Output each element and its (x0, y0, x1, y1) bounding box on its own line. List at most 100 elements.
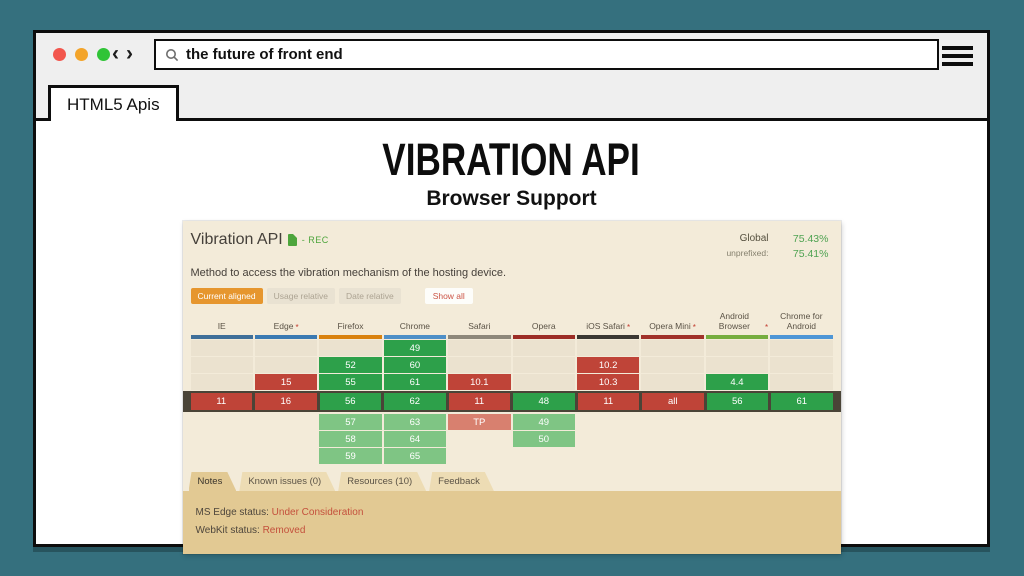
column-opera-mini: Opera Mini* (641, 312, 704, 339)
column-chrome-for-android: Chrome for Android (770, 311, 833, 339)
support-cell-chrome-49: 49 (383, 340, 447, 356)
support-cell-opera-mini-all: all (642, 393, 704, 410)
support-cell-empty (448, 448, 510, 464)
support-cell-empty (255, 448, 317, 464)
asterisk-note-icon: * (765, 322, 769, 332)
support-cell-empty (512, 357, 575, 373)
support-cell-firefox-58: 58 (319, 431, 382, 447)
unprefixed-label: unprefixed: (726, 248, 769, 258)
close-window-icon[interactable] (53, 48, 66, 61)
support-cell-ios-safari-10-2: 10.2 (576, 357, 640, 373)
tab-known-issues-0[interactable]: Known issues (0) (239, 472, 335, 491)
support-cell-empty (641, 431, 703, 447)
column-label: Chrome (399, 321, 431, 332)
address-bar-text: the future of front end (186, 46, 343, 63)
asterisk-note-icon: * (692, 322, 696, 332)
tab-feedback[interactable]: Feedback (429, 472, 494, 491)
support-cell-chrome-63: 63 (383, 414, 447, 430)
support-cell-empty (705, 340, 769, 356)
column-label: Opera (531, 321, 556, 332)
column-label: Chrome for Android (780, 311, 823, 332)
support-cell-chrome-62: 62 (384, 393, 446, 410)
column-safari: Safari (448, 312, 511, 339)
support-cell-empty (513, 448, 575, 464)
feature-title: Vibration API (190, 231, 283, 248)
usage-stats: Global 75.43% unprefixed: 75.41% (726, 233, 828, 260)
back-icon[interactable]: ‹ (112, 42, 119, 65)
column-label: Safari (468, 321, 491, 332)
support-cell-opera-49: 49 (512, 414, 575, 430)
browser-color-bar (512, 335, 575, 339)
address-bar[interactable]: the future of front end (154, 39, 939, 70)
support-cell-empty (770, 374, 833, 390)
global-label: Global (739, 233, 769, 244)
column-opera: Opera (512, 312, 575, 339)
support-cell-empty (512, 374, 575, 390)
hamburger-menu-icon[interactable] (942, 46, 973, 66)
browser-color-bar (770, 335, 833, 339)
support-cell-android-browser-4-4: 4.4 (705, 374, 769, 390)
filter-current-aligned[interactable]: Current aligned (190, 288, 263, 304)
support-cell-empty (448, 340, 511, 356)
unprefixed-value: 75.41% (792, 248, 829, 260)
support-cell-chrome-61: 61 (383, 374, 447, 390)
support-cell-ie-11: 11 (190, 393, 252, 410)
browser-window: ‹ › the future of front end HTML5 Apis V… (33, 30, 990, 554)
support-cell-empty (191, 414, 253, 430)
support-cell-empty (190, 357, 253, 373)
show-all-button[interactable]: Show all (424, 288, 473, 304)
page-title: VIBRATION API (382, 134, 641, 185)
support-cell-safari-11: 11 (448, 393, 510, 410)
spec-status: - REC (301, 235, 329, 245)
support-cell-empty (706, 414, 768, 430)
browser-color-bar (641, 335, 704, 339)
column-label: iOS Safari* (586, 321, 631, 332)
spec-document-icon (287, 234, 297, 246)
column-ie: IE (190, 312, 253, 339)
note-line: WebKit status: Removed (196, 522, 828, 540)
nav-arrows: ‹ › (112, 41, 133, 66)
maximize-window-icon[interactable] (97, 48, 110, 61)
filter-usage-relative[interactable]: Usage relative (266, 288, 335, 304)
support-cell-empty (641, 448, 703, 464)
browser-column-headers: IE Edge* Firefox Chrome Safari Opera iOS Safar… (190, 311, 833, 339)
support-cell-chrome-60: 60 (383, 357, 447, 373)
support-cell-empty (512, 340, 575, 356)
support-cell-firefox-52: 52 (319, 357, 382, 373)
window-controls (53, 48, 110, 61)
column-label: Edge* (273, 321, 299, 332)
support-cell-opera-48: 48 (513, 393, 575, 410)
note-value: Under Consideration (271, 507, 364, 518)
note-label: MS Edge status: (195, 507, 272, 518)
forward-icon[interactable]: › (126, 42, 133, 65)
filter-date-relative[interactable]: Date relative (338, 288, 401, 304)
note-label: WebKit status: (195, 524, 263, 536)
support-cell-firefox-56: 56 (319, 393, 381, 410)
support-cell-empty (577, 448, 639, 464)
support-cell-empty (255, 414, 317, 430)
support-cell-empty (705, 357, 769, 373)
global-value: 75.43% (792, 233, 829, 245)
minimize-window-icon[interactable] (75, 48, 88, 61)
tab-notes[interactable]: Notes (189, 472, 237, 491)
support-cell-edge-15: 15 (254, 374, 318, 390)
support-cell-empty (706, 431, 768, 447)
support-cell-empty (577, 414, 639, 430)
browser-tab[interactable]: HTML5 Apis (48, 85, 179, 121)
support-cell-opera-50: 50 (512, 431, 575, 447)
column-firefox: Firefox (319, 312, 382, 339)
browser-color-bar (319, 335, 382, 339)
support-cell-empty (770, 431, 832, 447)
support-cell-firefox-55: 55 (319, 374, 382, 390)
support-cell-firefox-57: 57 (319, 414, 382, 430)
feature-description: Method to access the vibration mechanism… (190, 267, 507, 279)
browser-color-bar (705, 335, 769, 339)
tab-resources-10[interactable]: Resources (10) (338, 472, 426, 491)
support-cell-safari-10-1: 10.1 (448, 374, 511, 390)
